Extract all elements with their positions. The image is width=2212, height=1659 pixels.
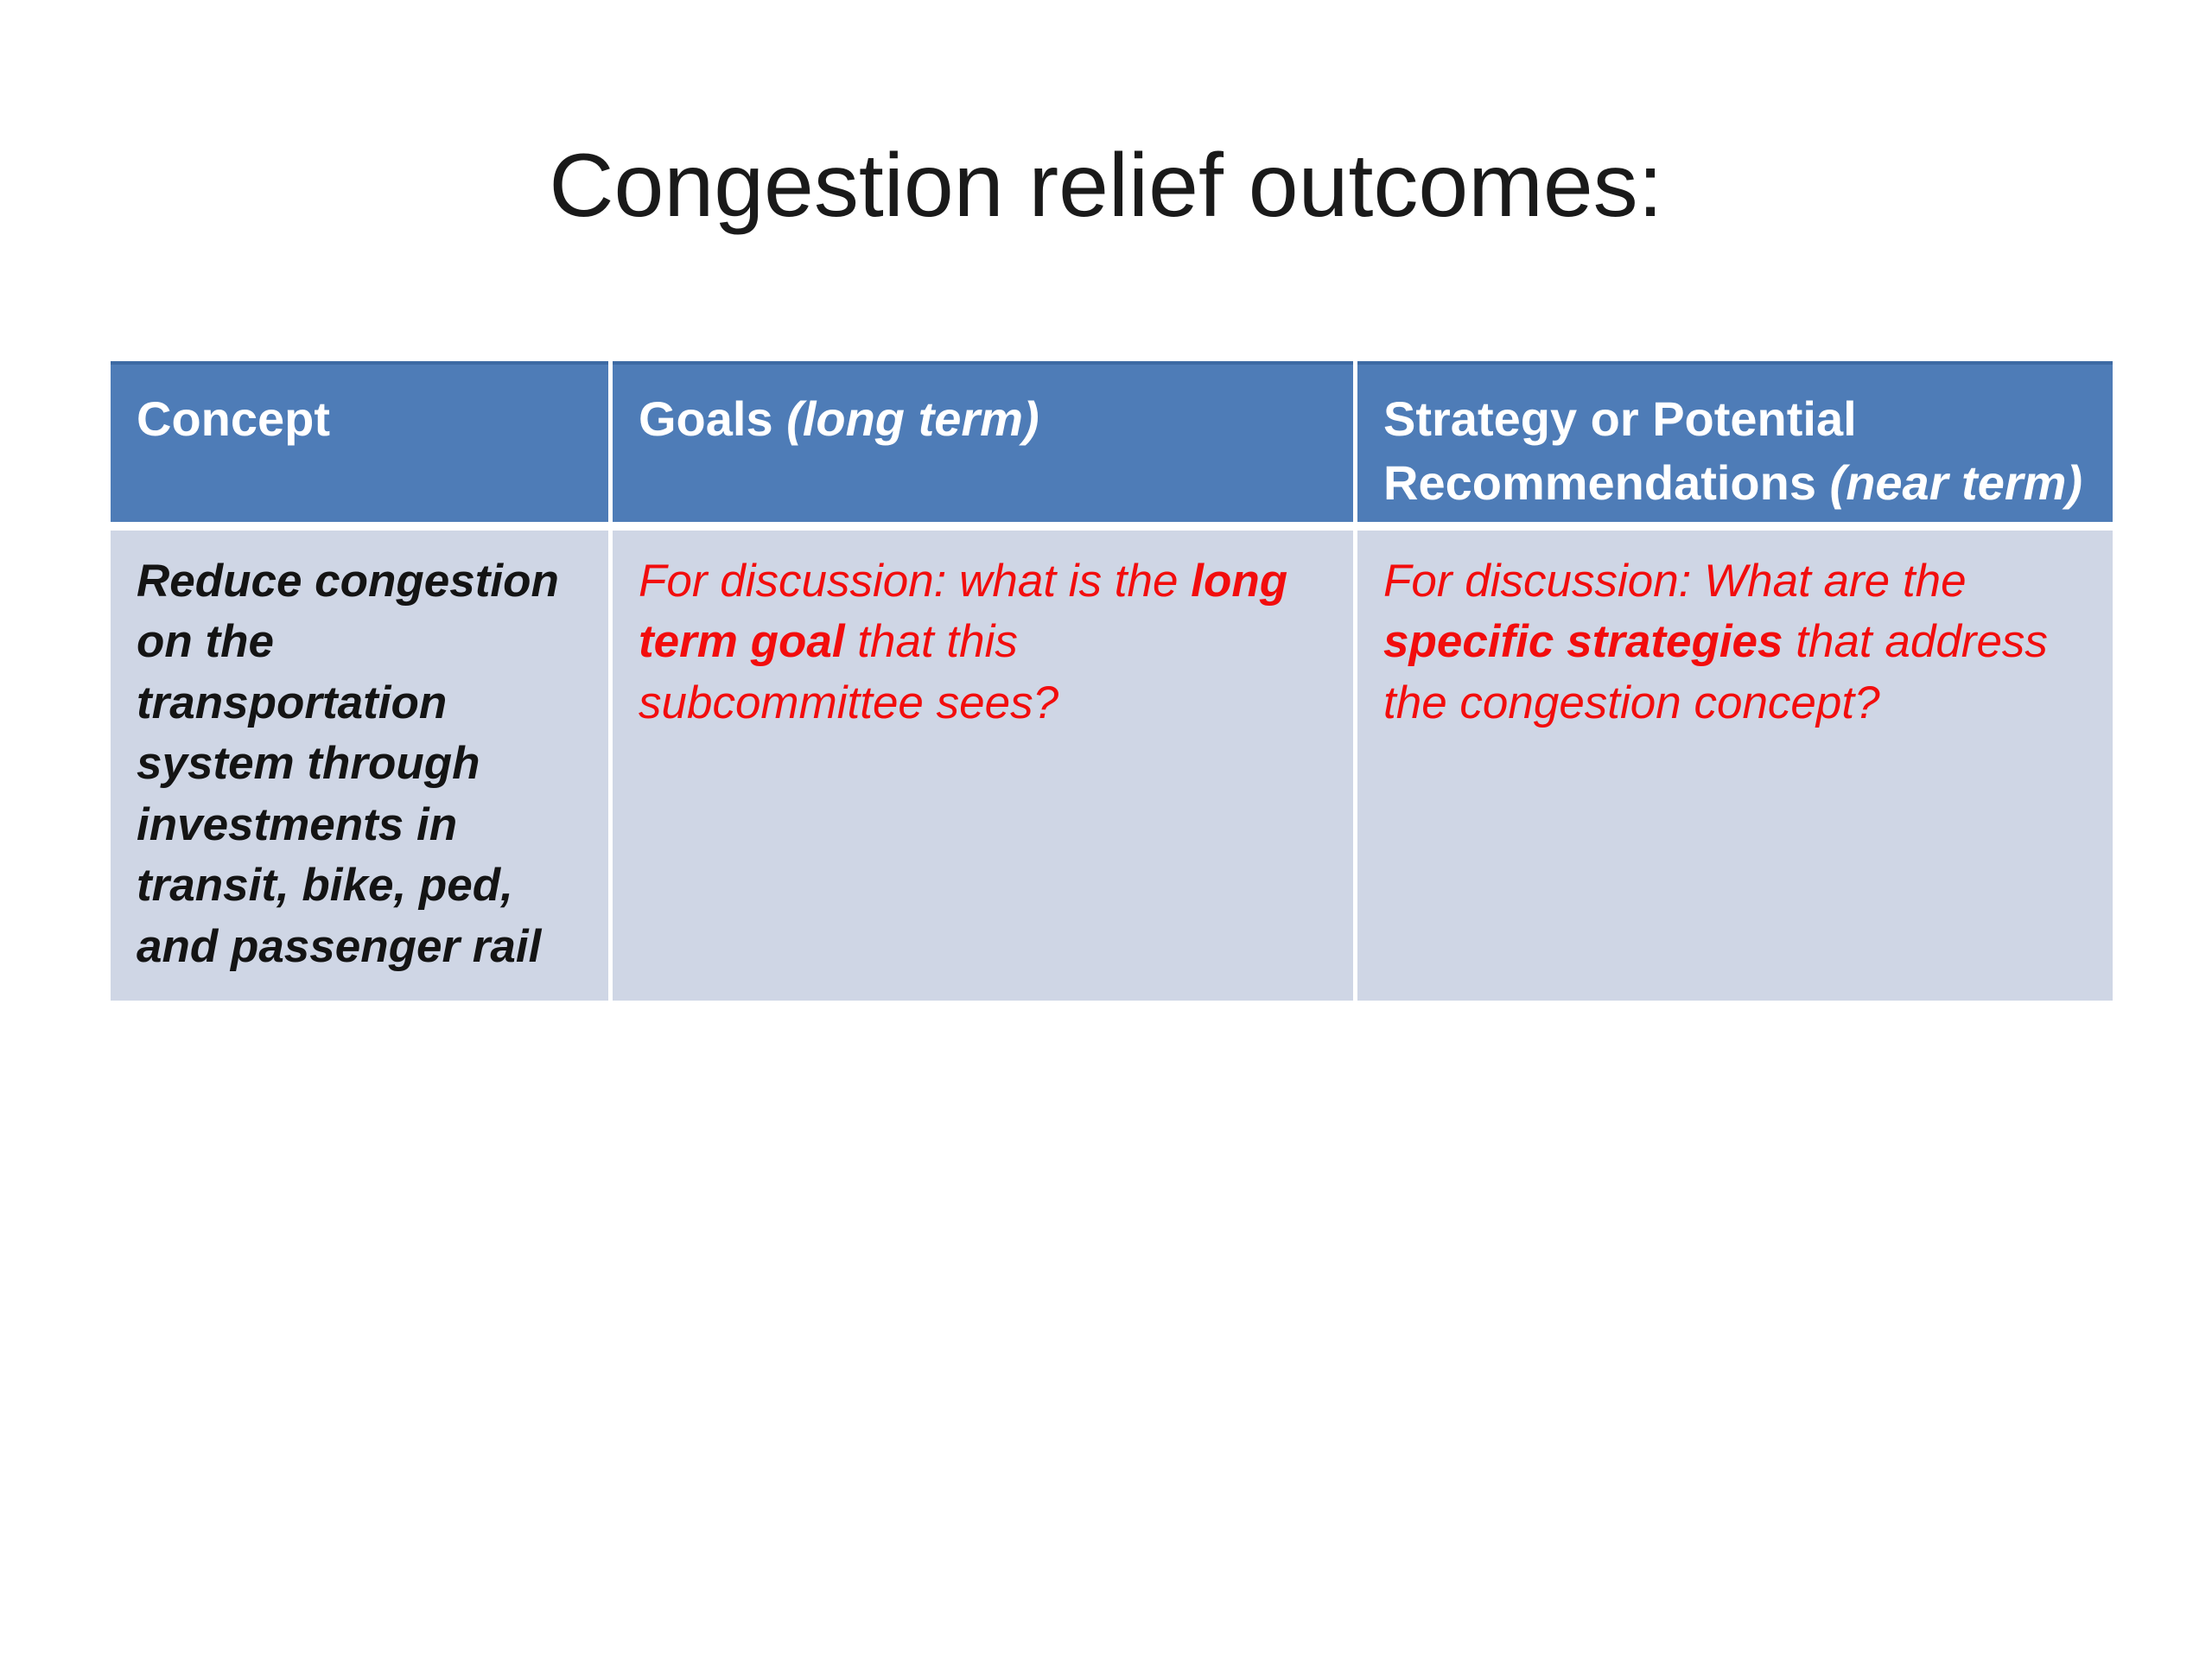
header-cell-goals: Goals (long term) xyxy=(613,361,1353,522)
header-note-goals: (long term) xyxy=(772,391,1039,446)
strategy-question-tail: that address the congestion concept? xyxy=(1383,616,2048,728)
header-note-strategy: (near term) xyxy=(1816,454,2083,510)
header-cell-strategy: Strategy or Potential Recommendations (n… xyxy=(1357,361,2113,522)
header-cell-concept: Concept xyxy=(111,361,608,522)
goals-question-tail: that this subcommittee sees? xyxy=(639,616,1059,728)
header-label-strategy: Strategy or Potential Recommendations xyxy=(1383,391,1857,510)
cell-goals: For discussion: what is the long term go… xyxy=(613,531,1353,1001)
concept-text: Reduce congestion on the transportation … xyxy=(137,556,559,972)
cell-concept: Reduce congestion on the transportation … xyxy=(111,531,608,1001)
header-label-goals: Goals xyxy=(639,391,773,446)
outcomes-table: Concept Goals (long term) Strategy or Po… xyxy=(111,361,2113,1001)
cell-strategy: For discussion: What are the specific st… xyxy=(1357,531,2113,1001)
goals-question-emphasis: long term goal xyxy=(639,556,1288,668)
slide-title: Congestion relief outcomes: xyxy=(549,136,1663,236)
goals-question-lead: For discussion: what is the xyxy=(639,556,1192,607)
header-label-concept: Concept xyxy=(137,391,330,446)
strategy-question-emphasis: specific strategies xyxy=(1383,616,1783,668)
strategy-question-lead: For discussion: What are the xyxy=(1383,556,1967,607)
